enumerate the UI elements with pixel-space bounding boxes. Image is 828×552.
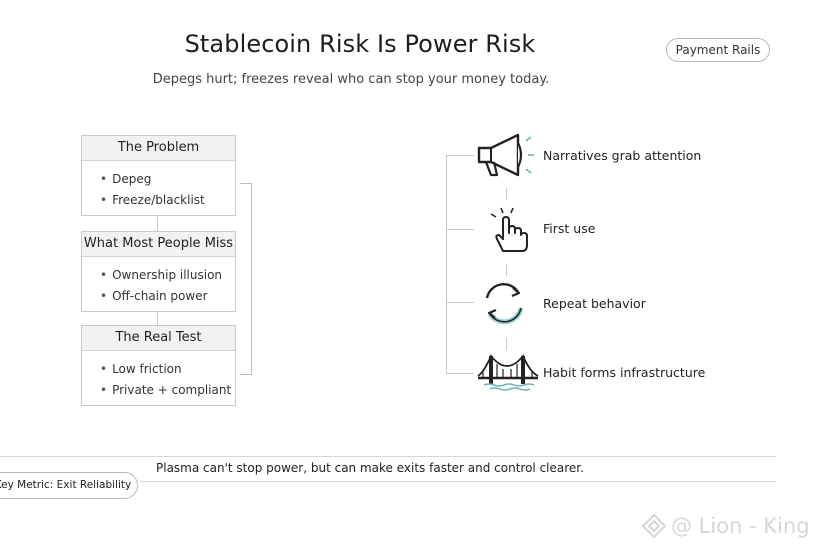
bridge-icon bbox=[477, 354, 539, 391]
footer-divider bbox=[0, 456, 776, 457]
flow-tick bbox=[446, 155, 474, 156]
list-item: Private + compliant bbox=[100, 380, 235, 401]
flow-spine bbox=[446, 155, 447, 374]
real-test-box-heading: The Real Test bbox=[82, 326, 235, 351]
flow-link bbox=[506, 338, 507, 350]
payment-rails-tag: Payment Rails bbox=[666, 38, 770, 62]
list-item: Off-chain power bbox=[100, 286, 235, 307]
miss-box: What Most People Miss Ownership illusion… bbox=[81, 231, 236, 312]
flow-tick bbox=[446, 373, 474, 374]
problem-box: The Problem Depeg Freeze/blacklist bbox=[81, 135, 236, 216]
megaphone-icon bbox=[477, 133, 534, 177]
box-connector bbox=[157, 216, 158, 231]
real-test-box: The Real Test Low friction Private + com… bbox=[81, 325, 236, 406]
list-item: Ownership illusion bbox=[100, 265, 235, 286]
page-subtitle: Depegs hurt; freezes reveal who can stop… bbox=[152, 72, 550, 87]
footer-note: Plasma can't stop power, but can make ex… bbox=[156, 461, 584, 475]
key-metric-badge: Key Metric: Exit Reliability bbox=[0, 472, 138, 499]
group-bracket bbox=[240, 183, 252, 375]
list-item: Freeze/blacklist bbox=[100, 190, 235, 211]
watermark-text: @ Lion - King bbox=[671, 514, 810, 538]
diamond-logo-icon bbox=[641, 513, 667, 539]
miss-box-list: Ownership illusion Off-chain power bbox=[82, 257, 235, 307]
step-label-habit: Habit forms infrastructure bbox=[543, 365, 706, 380]
step-label-repeat: Repeat behavior bbox=[543, 296, 646, 311]
footer-divider bbox=[140, 481, 776, 482]
pointer-hand-icon bbox=[490, 207, 528, 252]
flow-tick bbox=[446, 302, 474, 303]
list-item: Depeg bbox=[100, 169, 235, 190]
flow-link bbox=[506, 188, 507, 200]
flow-link bbox=[506, 264, 507, 276]
problem-box-heading: The Problem bbox=[82, 136, 235, 161]
watermark: @ Lion - King bbox=[641, 511, 810, 541]
real-test-box-list: Low friction Private + compliant bbox=[82, 351, 235, 401]
step-label-first-use: First use bbox=[543, 221, 596, 236]
step-label-narratives: Narratives grab attention bbox=[543, 148, 702, 163]
page-title: Stablecoin Risk Is Power Risk bbox=[184, 30, 536, 58]
cycle-arrows-icon bbox=[485, 282, 524, 325]
problem-box-list: Depeg Freeze/blacklist bbox=[82, 161, 235, 211]
miss-box-heading: What Most People Miss bbox=[82, 232, 235, 257]
flow-tick bbox=[446, 229, 474, 230]
box-connector bbox=[157, 312, 158, 325]
list-item: Low friction bbox=[100, 359, 235, 380]
